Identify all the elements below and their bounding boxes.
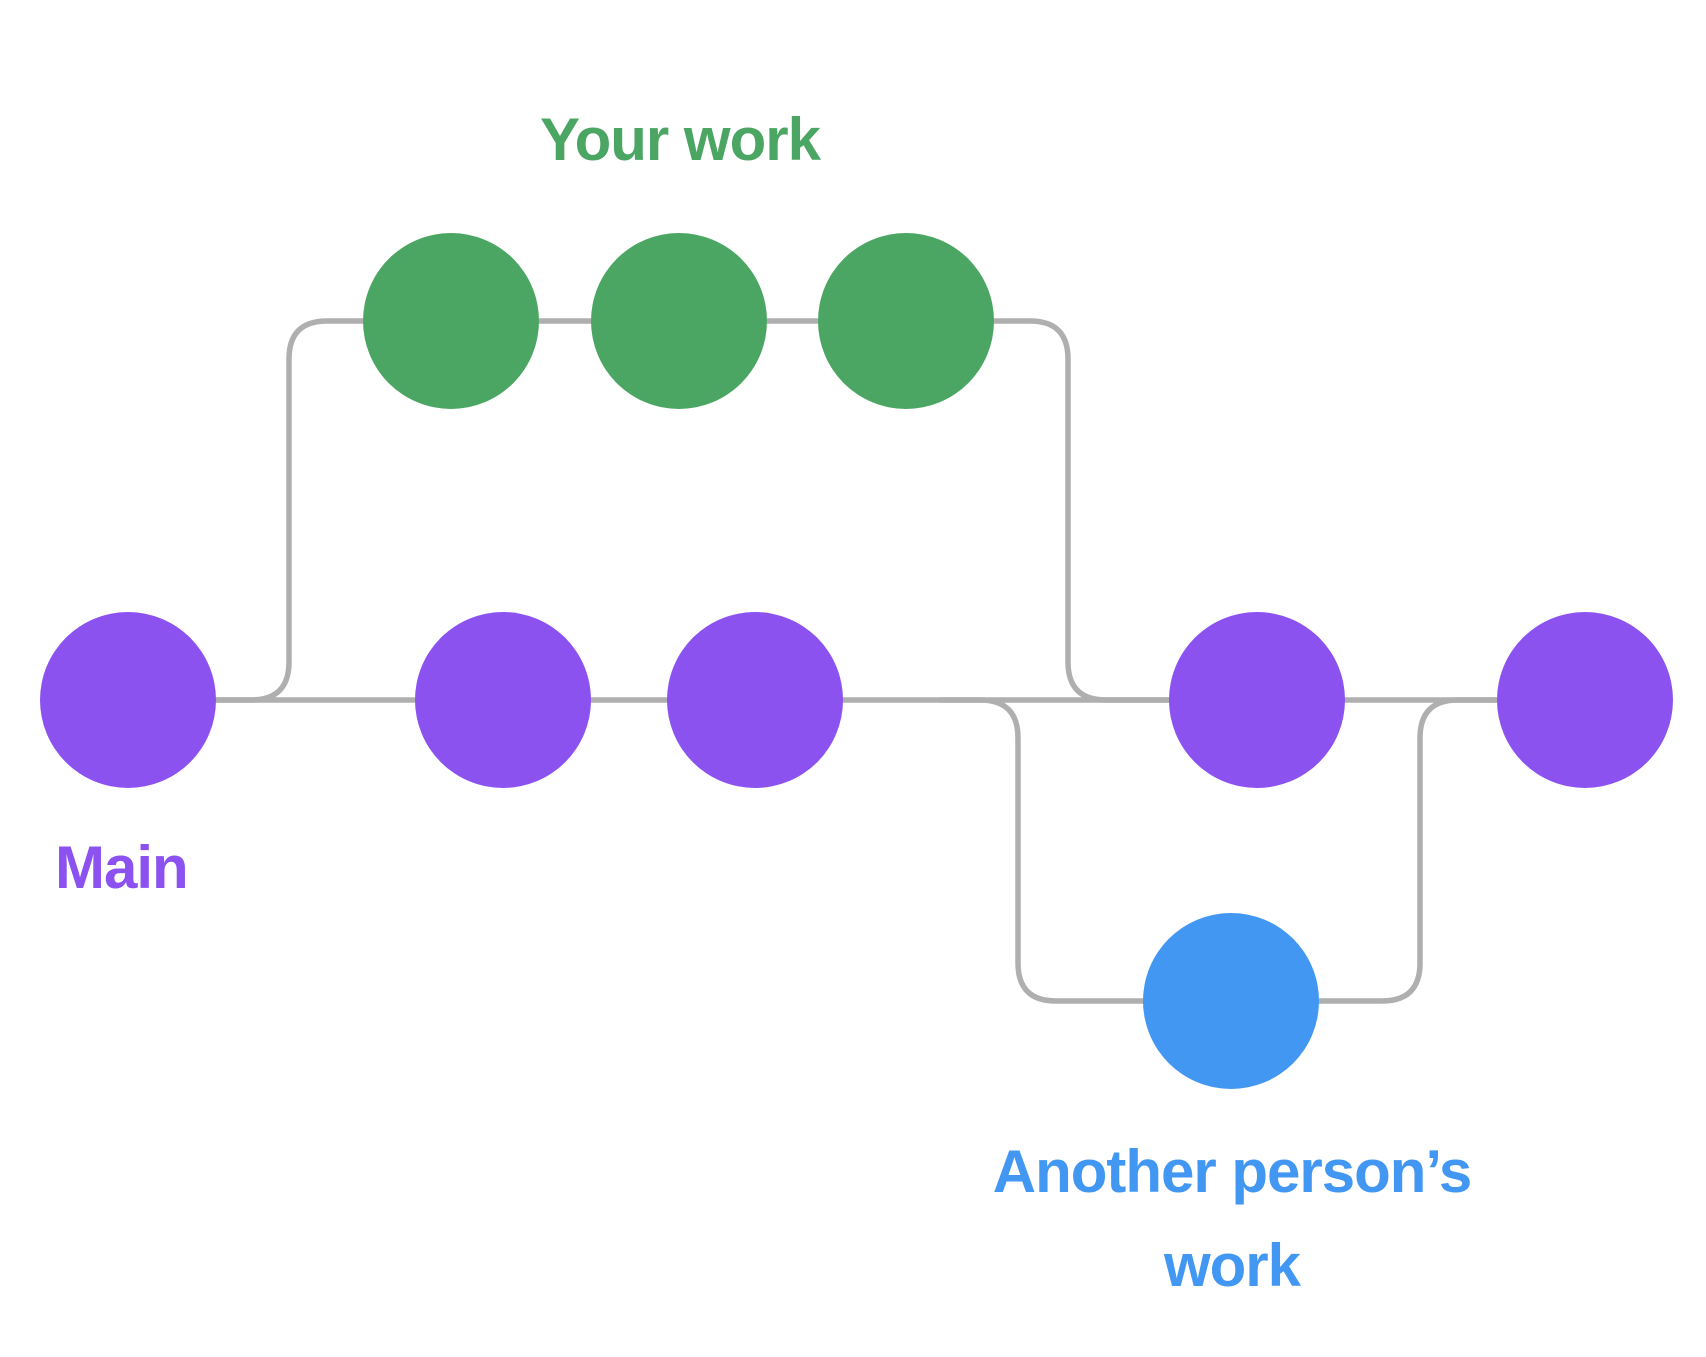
main-branch-nodes [40,612,1673,788]
your-work-label: Your work [540,106,822,173]
another-person-branch-nodes [1143,913,1319,1089]
your-work-branch-nodes [363,233,994,409]
another-person-label-line1: Another person’s [993,1138,1472,1205]
commit-node-another-person-1 [1143,913,1319,1089]
commit-node-main-4 [1169,612,1345,788]
commit-node-main-1 [40,612,216,788]
commit-node-your-work-1 [363,233,539,409]
commit-node-main-5 [1497,612,1673,788]
main-label: Main [55,834,188,901]
another-person-label-line2: work [1163,1232,1302,1299]
commit-node-main-3 [667,612,843,788]
commit-node-your-work-2 [591,233,767,409]
commit-node-main-2 [415,612,591,788]
commit-node-your-work-3 [818,233,994,409]
